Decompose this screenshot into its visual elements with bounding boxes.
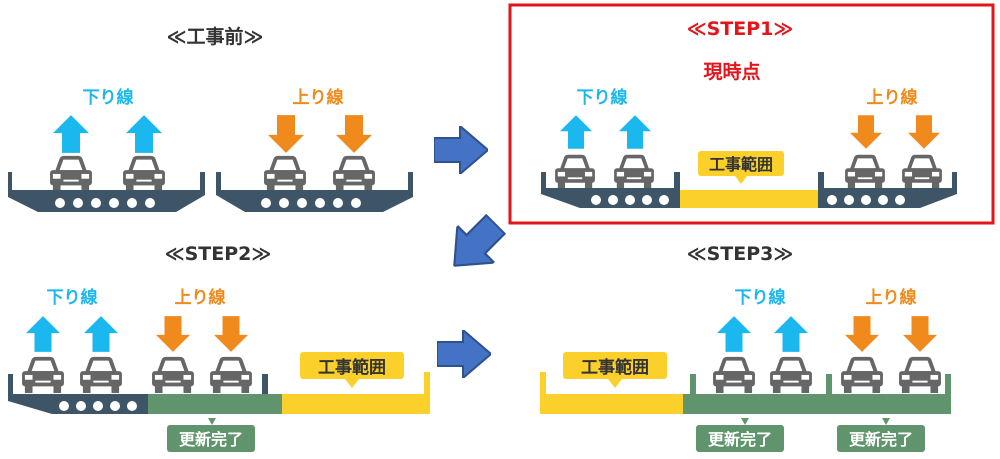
up-line-label: 上り線 [175,287,226,308]
work-zone-edge [540,372,546,394]
girders-down [59,401,137,411]
flow-arrow-icon [434,126,488,174]
up-direction-arrow-icon [845,316,879,352]
girders-up [261,198,361,208]
renewal-complete-label: 更新完了 [708,430,772,449]
callout-pointer [345,379,359,388]
panel-before: ≪工事前≫ 下り線 上り線 [8,25,413,212]
renewed-deck [148,394,282,414]
up-direction-arrow-icon [850,115,882,149]
car-icon [899,356,941,394]
work-zone-edge [424,372,430,394]
car-icon [555,154,595,190]
callout-pointer [741,418,749,425]
down-line-label: 下り線 [577,87,628,108]
up-direction-arrow-icon [156,316,190,352]
flow-arrow-icon [435,205,515,285]
panel-step2: ≪STEP2≫ 下り線 上り線 工事範囲 更新完了 [8,243,430,452]
down-direction-arrow-icon [53,115,89,153]
bridge-deck-down [8,172,205,212]
car-icon [614,154,654,190]
work-zone [540,394,683,414]
up-direction-arrow-icon [908,115,940,149]
car-icon [333,155,375,193]
down-direction-arrow-icon [84,316,118,352]
up-line-label: 上り線 [866,287,917,308]
down-direction-arrow-icon [26,316,60,352]
work-zone-label: 工事範囲 [709,155,773,174]
deck-edge [674,172,680,190]
callout-pointer [608,379,622,388]
car-icon [902,154,942,190]
renewal-complete-badge [167,425,255,452]
down-direction-arrow-icon [774,316,808,352]
down-direction-arrow-icon [619,115,651,149]
bridge-deck-up [216,172,413,212]
down-line-label: 下り線 [47,287,98,308]
up-direction-arrow-icon [268,115,304,153]
deck-edge [690,374,696,394]
girders-down [591,195,669,205]
work-zone-callout [300,352,404,379]
work-zone-callout [698,151,784,176]
panel-step1: ≪STEP1≫ 現時点 下り線 上り線 工事範囲 [508,3,995,225]
down-line-label: 下り線 [735,287,786,308]
down-line-label: 下り線 [83,87,134,108]
renewal-complete-label: 更新完了 [179,430,243,449]
car-icon [841,356,883,394]
car-icon [80,356,122,394]
renewal-complete-label: 更新完了 [849,430,913,449]
renewal-complete-badge [696,425,784,452]
up-line-label: 上り線 [867,87,918,108]
renewed-deck [683,394,951,414]
flow-arrow-icon [437,330,491,378]
down-direction-arrow-icon [560,115,592,149]
work-zone-label: 工事範囲 [581,357,649,378]
car-icon [713,356,755,394]
work-zone [282,394,430,414]
deck-edge [818,172,824,190]
down-direction-arrow-icon [126,115,162,153]
work-zone [680,190,818,208]
car-icon [770,356,812,394]
panel-step2-title: ≪STEP2≫ [165,243,272,265]
car-icon [264,155,306,193]
car-icon [210,356,252,394]
car-icon [152,356,194,394]
down-direction-arrow-icon [717,316,751,352]
work-zone-label: 工事範囲 [318,357,386,378]
deck-edge [262,374,268,394]
work-zone-callout [563,352,667,379]
girders-down [55,198,155,208]
car-icon [22,356,64,394]
deck-edge [945,374,951,394]
car-icon [123,155,165,193]
up-line-label: 上り線 [293,87,344,108]
panel-step3-title: ≪STEP3≫ [687,243,794,265]
current-step-highlight [508,3,995,225]
up-direction-arrow-icon [903,316,937,352]
current-point-label: 現時点 [703,61,760,83]
callout-pointer [735,176,747,184]
car-icon [845,154,885,190]
up-direction-arrow-icon [336,115,372,153]
deck-edge [826,374,832,394]
panel-step1-title: ≪STEP1≫ [687,18,794,40]
car-icon [50,155,92,193]
panel-step3: ≪STEP3≫ 下り線 上り線 工事範囲 更新完了 更新完了 [540,243,951,452]
girders-up [827,195,905,205]
callout-pointer [882,418,890,425]
panel-before-title: ≪工事前≫ [167,25,264,48]
callout-pointer [208,418,216,425]
renewal-complete-badge [837,425,925,452]
up-direction-arrow-icon [214,316,248,352]
